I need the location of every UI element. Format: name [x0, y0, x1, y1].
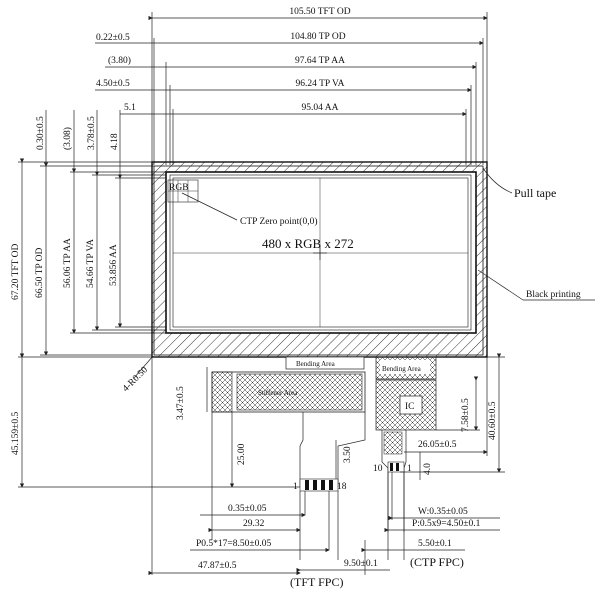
display-module: RGB CTP Zero point(0,0) 480 x RGB x 272 …: [121, 161, 595, 394]
tft-pin-18: 18: [337, 482, 347, 492]
ctp-pin-10: 10: [373, 464, 383, 474]
dim-2500: 25.00: [237, 443, 247, 465]
corner-radius-label: 4-R0.50: [121, 365, 150, 394]
dim-347: 3.47±0.5: [176, 386, 186, 420]
dim-2605: 26.05±0.5: [418, 440, 457, 450]
pull-tape-label: Pull tape: [514, 186, 556, 200]
tft-stiffener-label: Stiffener Area: [258, 389, 298, 397]
ctp-zero-label: CTP Zero point(0,0): [240, 216, 317, 227]
ctp-ic-label: IC: [405, 402, 415, 412]
dim-tft-od-width: 105.50 TFT OD: [289, 7, 350, 17]
top-dimensions: 105.50 TFT OD 0.22±0.5 104.80 TP OD (3.8…: [95, 7, 488, 165]
dim-4060: 40.60±0.5: [488, 401, 498, 440]
rgb-label: RGB: [169, 183, 189, 193]
dim-aa-height: 53.856 AA: [109, 244, 119, 286]
dim-tp-od-width: 104.80 TP OD: [290, 32, 345, 42]
tft-fpc-caption: (TFT FPC): [290, 575, 343, 589]
dim-aa-offset: 5.1: [124, 103, 136, 113]
dim-tp-od-offset: 0.22±0.5: [96, 33, 130, 43]
dim-top-offset-3: 3.78±0.5: [87, 116, 97, 150]
dim-tp-aa-offset: (3.80): [108, 55, 131, 66]
dim-035: 0.35±0.05: [228, 504, 267, 514]
dim-758: 7.58±0.5: [461, 398, 471, 432]
dim-550: 5.50±0.1: [418, 539, 452, 549]
dim-2932: 29.32: [243, 519, 265, 529]
dim-950: 9.50±0.1: [344, 559, 378, 569]
ctp-bending-area-label: Bending Area: [382, 365, 422, 373]
dim-top-offset-2: (3.08): [62, 127, 73, 150]
black-printing-label: Black printing: [526, 290, 581, 300]
left-dimensions: 0.30±0.5 (3.08) 3.78±0.5 4.18 67.20 TFT …: [11, 110, 300, 488]
dim-tp-aa-width: 97.64 TP AA: [295, 56, 345, 66]
dim-4787: 47.87±0.5: [198, 561, 237, 571]
resolution-label: 480 x RGB x 272: [262, 236, 354, 251]
ctp-fpc-caption: (CTP FPC): [410, 555, 464, 569]
dim-top-offset-1: 0.30±0.5: [36, 116, 46, 150]
ctp-fpc: Bending Area IC 10 1 4.0 7.58±0.5 26.05±…: [361, 353, 505, 569]
ctp-pin-1: 1: [407, 464, 412, 474]
dim-350: 3.50: [343, 446, 353, 463]
tft-pin-1: 1: [293, 482, 298, 492]
dim-aa-width: 95.04 AA: [302, 103, 339, 113]
dim-w: W:0.35±0.05: [418, 507, 468, 517]
dim-p: P:0.5x9=4.50±0.1: [412, 519, 481, 529]
dim-tft-od-height: 67.20 TFT OD: [11, 243, 21, 300]
dim-tp-va-width: 96.24 TP VA: [295, 79, 344, 89]
dim-tp-aa-height: 56.06 TP AA: [63, 238, 73, 288]
dim-fpc-total-height: 45.159±0.5: [11, 412, 21, 455]
tft-bending-area-label: Bending Area: [296, 360, 336, 368]
dim-tp-va-height: 54.66 TP VA: [86, 239, 96, 288]
dim-40: 4.0: [423, 463, 433, 475]
dim-top-offset-4: 4.18: [110, 133, 120, 150]
dim-tp-va-offset: 4.50±0.5: [96, 79, 130, 89]
dim-tp-od-height: 66.50 TP OD: [35, 247, 45, 298]
tft-fpc: Bending Area Stiffener Area 1 18 3.47±0.…: [148, 356, 390, 589]
dim-pitch-tft: P0.5*17=8.50±0.05: [196, 539, 271, 549]
